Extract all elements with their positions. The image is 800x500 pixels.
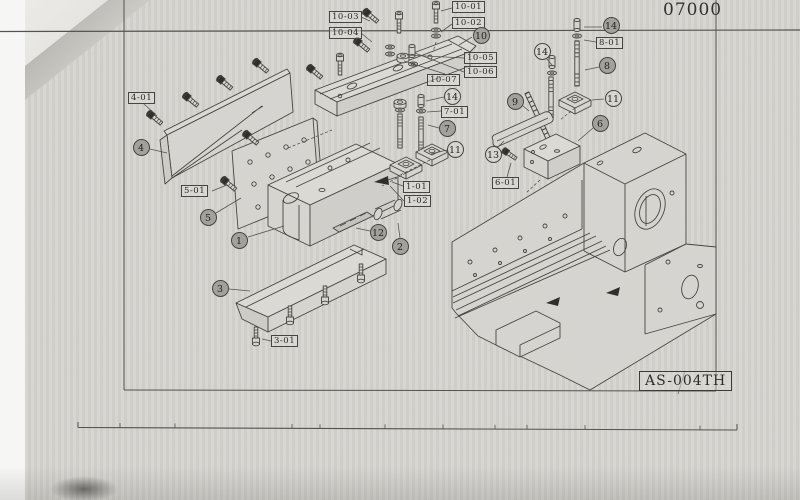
item-balloon-10: 10 [472, 26, 490, 44]
part-callout-10-01: 10-01 [452, 1, 486, 13]
part-callout-3-01: 3-01 [271, 335, 299, 347]
part-callout-7-01: 7-01 [441, 106, 469, 118]
part-callout-10-05: 10-05 [464, 52, 498, 64]
part-callout-8-01: 8-01 [596, 37, 624, 49]
page-number: 07000 [663, 0, 723, 20]
part-callout-10-07: 10-07 [427, 74, 461, 86]
part-callout-10-02: 10-02 [452, 17, 486, 29]
item-balloon-14: 14 [602, 16, 620, 34]
item-balloon-2: 2 [391, 237, 409, 255]
item-balloon-3: 3 [211, 279, 229, 297]
scan-grain [25, 0, 800, 500]
part-callout-6-01: 6-01 [492, 177, 520, 189]
item-balloon-14: 14 [443, 87, 461, 105]
item-balloon-12: 12 [369, 223, 387, 241]
part-callout-5-01: 5-01 [181, 185, 209, 197]
item-balloon-9: 9 [506, 92, 524, 110]
item-balloon-5: 5 [199, 208, 217, 226]
part-callout-10-06: 10-06 [464, 66, 498, 78]
part-callout-1-01: 1-01 [403, 181, 431, 193]
item-balloon-6: 6 [591, 114, 609, 132]
item-balloon-11: 11 [446, 140, 464, 158]
part-callout-1-02: 1-02 [404, 195, 432, 207]
item-balloon-4: 4 [132, 138, 150, 156]
item-balloon-13: 13 [484, 145, 502, 163]
item-balloon-7: 7 [438, 119, 456, 137]
item-balloon-11: 11 [604, 89, 622, 107]
item-balloon-1: 1 [230, 231, 248, 249]
item-balloon-8: 8 [598, 56, 616, 74]
part-callout-4-01: 4-01 [128, 92, 156, 104]
part-callout-10-03: 10-03 [329, 11, 363, 23]
part-callout-10-04: 10-04 [329, 27, 363, 39]
drawing-code-box: AS-004TH [639, 371, 733, 391]
item-balloon-14: 14 [533, 42, 551, 60]
